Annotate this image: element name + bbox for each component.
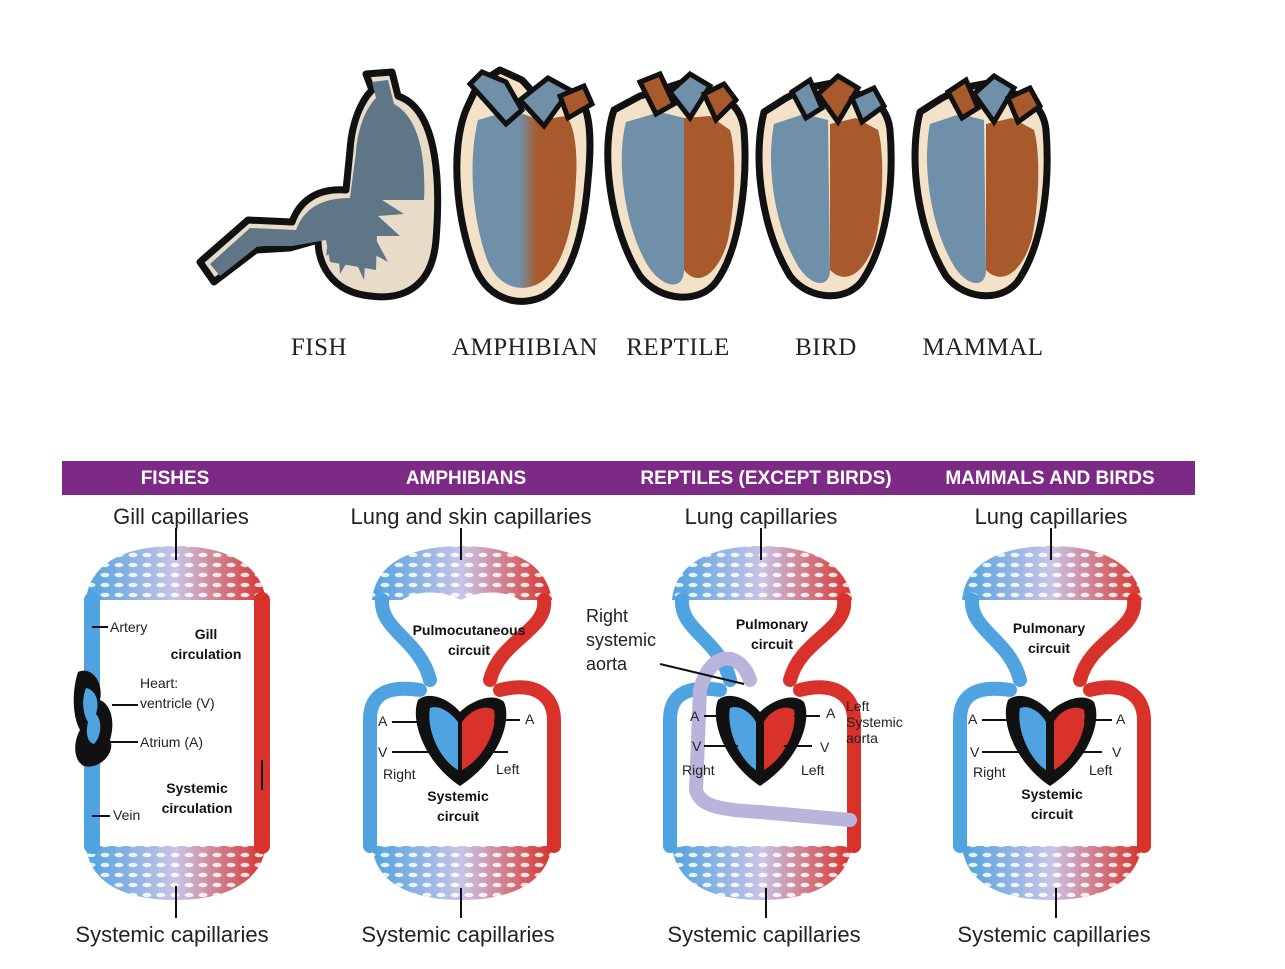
mammals-bottom-label: Systemic capillaries — [957, 922, 1151, 947]
fishes-vein-label: Vein — [113, 807, 141, 823]
reptiles-bottom-label: Systemic capillaries — [667, 922, 861, 947]
fish-heart — [196, 68, 442, 301]
reptiles-ventricle-left-label: V — [820, 739, 830, 755]
amphibians-left-label: Left — [496, 761, 520, 777]
fishes-artery-label: Artery — [110, 619, 148, 635]
mammals-right-label: Right — [973, 764, 1006, 780]
fishes-heart-line1: Heart: — [140, 675, 179, 691]
fishes-diagram — [73, 528, 270, 918]
amphibians-systemic-line2: circuit — [436, 808, 479, 824]
hearts-illustration — [196, 66, 1051, 305]
mammals-systemic-line1: Systemic — [1021, 786, 1083, 802]
banner-title-amphibians: AMPHIBIANS — [405, 468, 527, 489]
fishes-systemic-circulation-label: Systemic circulation — [152, 778, 242, 818]
fishes-bottom-label: Systemic capillaries — [75, 922, 269, 947]
reptiles-ventricle-right-label: V — [692, 738, 702, 754]
fishes-systemic-line1: Systemic — [166, 780, 228, 796]
amphibian-heart — [453, 66, 596, 305]
reptiles-rsa-line1: Right — [586, 606, 629, 626]
reptiles-pulmonary-line2: circuit — [750, 636, 793, 652]
reptiles-rsa-line3: aorta — [586, 654, 628, 674]
reptiles-right-label: Right — [682, 762, 715, 778]
mammals-left-label: Left — [1089, 762, 1113, 778]
mammals-ventricle-right-label: V — [970, 744, 980, 760]
fishes-systemic-line2: circulation — [161, 800, 233, 816]
amphibians-diagram — [363, 528, 561, 918]
amphibians-atrium-left-label: A — [525, 711, 535, 727]
amphibians-pulmocutaneous-label: Pulmocutaneous circuit — [394, 620, 544, 660]
mammals-pulmonary-line1: Pulmonary — [1012, 620, 1086, 636]
reptiles-left-label: Left — [801, 762, 825, 778]
reptiles-left-systemic-aorta-label: Left Systemic aorta — [846, 698, 903, 746]
amphibians-systemic-line1: Systemic — [427, 788, 489, 804]
reptiles-lsa-line1: Left — [846, 698, 870, 714]
mammals-ventricle-left-label: V — [1112, 744, 1122, 760]
heart-label-mammal: MAMMAL — [922, 334, 1044, 361]
reptile-heart — [604, 70, 749, 301]
circulation-banner — [62, 461, 1195, 495]
fishes-heart-line2: ventricle (V) — [140, 695, 215, 711]
mammals-atrium-right-label: A — [968, 711, 978, 727]
reptiles-diagram — [659, 528, 861, 918]
reptiles-pulmonary-circuit-label: Pulmonary circuit — [722, 614, 822, 654]
fishes-gill-circulation-line1: Gill — [194, 626, 218, 642]
mammals-systemic-circuit-label: Systemic circuit — [1002, 784, 1102, 824]
reptiles-right-systemic-aorta-label: Right systemic aorta — [586, 604, 656, 676]
fishes-atrium-label: Atrium (A) — [140, 734, 203, 750]
mammals-diagram — [953, 528, 1151, 918]
amphibians-circuit-line1: Pulmocutaneous — [412, 622, 526, 638]
amphibians-top-label: Lung and skin capillaries — [350, 504, 592, 529]
reptiles-lsa-line3: aorta — [846, 730, 878, 746]
reptiles-right-systemic-aorta — [688, 651, 857, 827]
amphibians-right-label: Right — [383, 766, 416, 782]
amphibians-systemic-circuit-label: Systemic circuit — [408, 786, 508, 826]
fishes-top-label: Gill capillaries — [113, 504, 249, 529]
amphibians-bottom-label: Systemic capillaries — [361, 922, 555, 947]
reptiles-atrium-left-label: A — [826, 705, 836, 721]
fishes-gill-circulation-line2: circulation — [170, 646, 242, 662]
heart-label-bird: BIRD — [795, 334, 857, 361]
mammals-atrium-left-label: A — [1116, 711, 1126, 727]
reptiles-atrium-right-label: A — [690, 708, 700, 724]
banner-title-fishes: FISHES — [140, 468, 210, 489]
fishes-gill-circulation-label: Gill circulation — [166, 624, 246, 664]
bird-heart — [755, 72, 895, 300]
amphibians-circuit-line2: circuit — [447, 642, 490, 658]
reptiles-rsa-line2: systemic — [586, 630, 657, 650]
heart-label-fish: FISH — [290, 334, 348, 361]
banner-title-reptiles: REPTILES (EXCEPT BIRDS) — [640, 468, 892, 489]
banner-title-mammals-birds: MAMMALS AND BIRDS — [945, 468, 1155, 489]
reptiles-pulmonary-line1: Pulmonary — [735, 616, 809, 632]
mammals-pulmonary-circuit-label: Pulmonary circuit — [999, 618, 1099, 658]
amphibians-ventricle-right-label: V — [378, 744, 388, 760]
mammal-heart — [911, 72, 1051, 300]
reptiles-lsa-line2: Systemic — [846, 714, 903, 730]
amphibians-atrium-right-label: A — [378, 713, 388, 729]
heart-label-amphibian: AMPHIBIAN — [451, 334, 599, 361]
reptiles-top-label: Lung capillaries — [684, 504, 838, 529]
heart-label-reptile: REPTILE — [626, 334, 730, 361]
mammals-pulmonary-line2: circuit — [1027, 640, 1070, 656]
mammals-top-label: Lung capillaries — [974, 504, 1128, 529]
mammals-systemic-line2: circuit — [1030, 806, 1073, 822]
fishes-heart-label: Heart: ventricle (V) — [140, 673, 215, 713]
